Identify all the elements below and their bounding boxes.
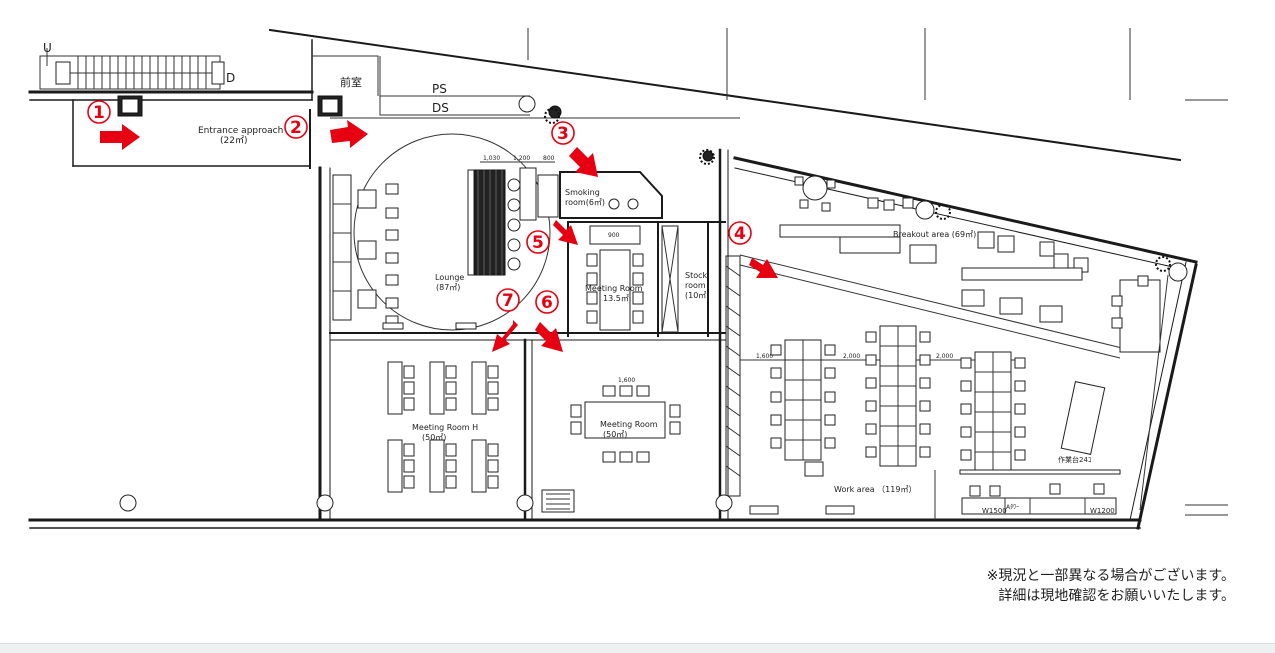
meeting-room-center: 1,600 Meeting Room (50㎡) [541, 377, 733, 513]
route-marker-3: 3 [551, 121, 598, 177]
dim-1600-work: 1,600 [756, 353, 773, 360]
disclaimer-notes: ※現況と一部異なる場合がございます。 詳細は現地確認をお願いいたします。 [905, 566, 1235, 606]
arrow-down-right-icon [749, 258, 778, 278]
w1200-label: W1200 [1090, 507, 1115, 515]
route-marker-4: 4 [728, 221, 778, 278]
smoking-label: Smoking [565, 188, 600, 197]
outer-walls [28, 28, 1228, 530]
svg-text:3: 3 [557, 124, 569, 144]
meeting-small-label: Meeting Room [585, 284, 643, 293]
tower-label: Aﾀﾜｰ [1006, 504, 1019, 511]
stairs: U D [43, 41, 235, 89]
note-line-2: 詳細は現地確認をお願いいたします。 [998, 588, 1235, 604]
stock-area: (10㎡) [685, 291, 709, 300]
worktable-label: 作業台24ｺ [1058, 455, 1091, 464]
stock-room: Stock room (10㎡) [661, 148, 741, 522]
dim-1200: 1,200 [513, 155, 530, 162]
svg-text:6: 6 [541, 293, 553, 313]
slanted-top-wall [268, 28, 1182, 162]
anteroom-label: 前室 [340, 75, 362, 89]
entrance-area-label: (22㎡) [220, 135, 247, 146]
arrow-right-icon [100, 124, 140, 150]
meeting-small-area: 13.5㎡ [603, 294, 629, 303]
dim-2000-b: 2,000 [936, 353, 953, 360]
meeting-room-small: 900 Meeting Room 13.5㎡ [567, 221, 726, 337]
lounge-label: Lounge [435, 273, 464, 282]
ds-label: DS [432, 101, 449, 115]
entrance-area: Entrance approach (22㎡) 前室 PS DS [72, 55, 536, 522]
route-marker-1: 1 [87, 100, 140, 150]
stair-down-label: D [226, 71, 235, 85]
arrow-down-right-icon [535, 322, 563, 352]
meeting-h-area: (50㎡) [422, 433, 446, 442]
work-area: 1,600 2,000 2,000 [740, 325, 1121, 520]
meeting-h-label: Meeting Room H [412, 423, 478, 432]
arrow-down-left-icon [492, 320, 518, 352]
dim-1030: 1,030 [483, 155, 500, 162]
breakout-area: Breakout area (69㎡) [739, 175, 1188, 511]
svg-text:4: 4 [734, 224, 746, 244]
route-marker-6: 6 [535, 290, 563, 352]
route-markers: 1 2 3 4 5 6 7 [87, 100, 778, 352]
route-marker-7: 7 [492, 288, 520, 352]
svg-text:2: 2 [290, 118, 302, 138]
ps-label: PS [432, 82, 447, 96]
svg-text:5: 5 [532, 233, 544, 253]
meeting-r-label: Meeting Room [600, 420, 658, 429]
meeting-room-h: Meeting Room H (50㎡) [119, 338, 534, 522]
arrow-down-right-icon [553, 220, 578, 245]
arrow-down-right-icon [569, 147, 598, 177]
plant-icons [544, 108, 1171, 272]
note-line-1: ※現況と一部異なる場合がございます。 [986, 568, 1235, 584]
work-area-label: Work area （119㎡） [834, 485, 916, 494]
lounge: 1,030 1,200 800 Lounge (87㎡) [329, 117, 740, 341]
smoking-room: Smoking room(6㎡) [548, 105, 663, 219]
stock-room-label: room [685, 281, 706, 290]
bottom-scrollbar-strip [0, 643, 1275, 653]
dim-800: 800 [543, 155, 555, 162]
dim-900: 900 [608, 232, 620, 239]
w1500-label: W1500 [982, 507, 1007, 515]
route-marker-2: 2 [284, 115, 368, 148]
right-exterior-wall [1136, 263, 1198, 530]
meeting-r-area: (50㎡) [603, 430, 627, 439]
dim-2000-a: 2,000 [843, 353, 860, 360]
smoking-area-label: room(6㎡) [565, 198, 605, 207]
route-marker-5: 5 [526, 220, 578, 254]
entrance-label: Entrance approach [198, 126, 283, 136]
stock-label: Stock [685, 271, 708, 280]
lounge-area-label: (87㎡) [436, 283, 460, 292]
breakout-label: Breakout area (69㎡) [893, 230, 976, 239]
svg-text:1: 1 [93, 103, 105, 123]
stair-up-label: U [43, 41, 52, 55]
arrow-right-icon [330, 120, 368, 148]
svg-text:7: 7 [502, 291, 514, 311]
dim-1600: 1,600 [618, 377, 635, 384]
